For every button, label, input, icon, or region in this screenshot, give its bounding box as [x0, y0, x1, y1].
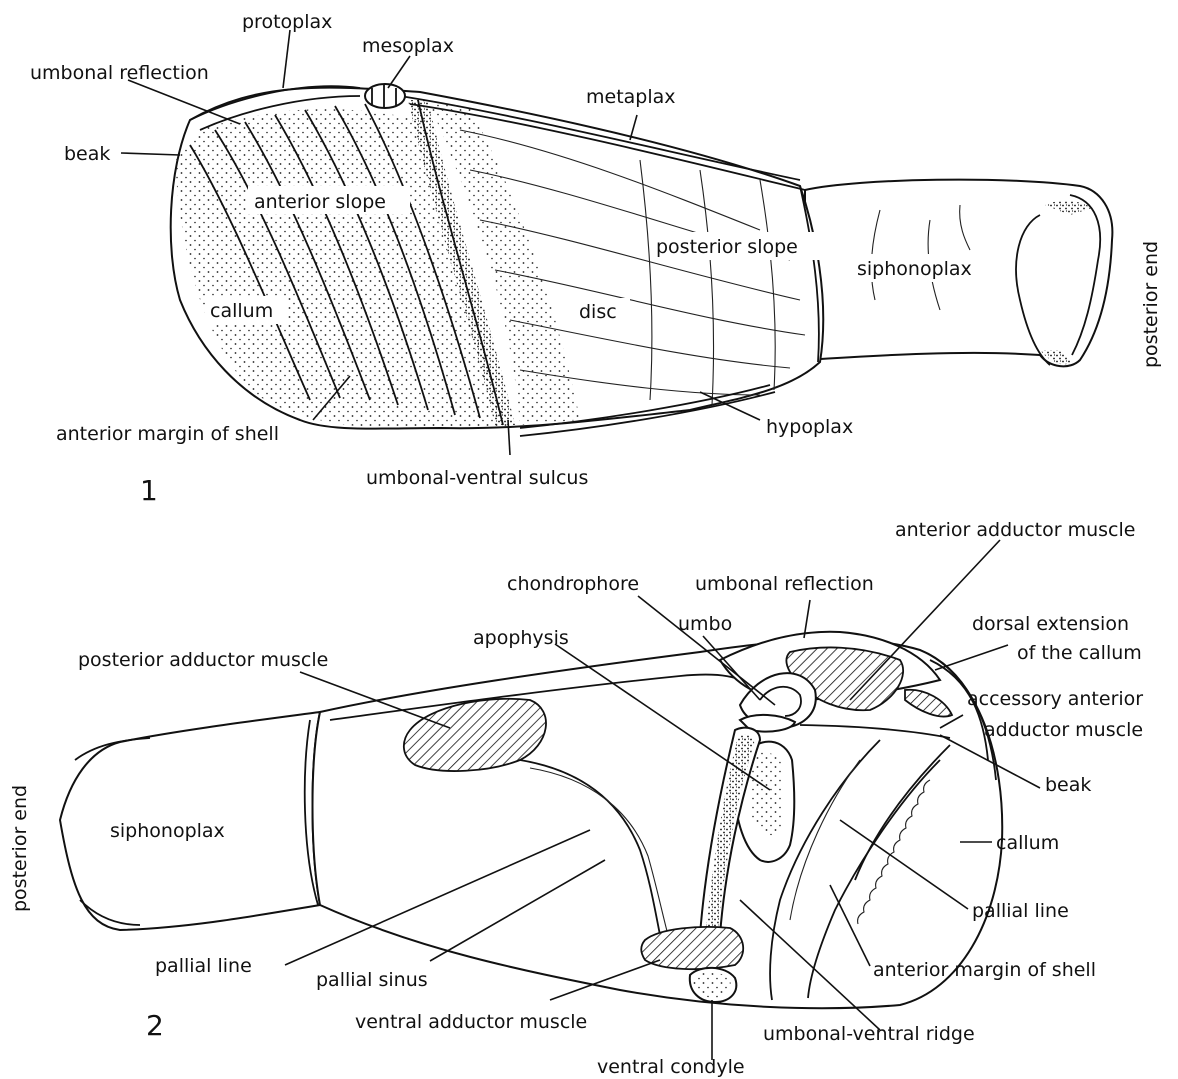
label-posterior-end-1: posterior end — [1140, 241, 1162, 368]
label-mesoplax: mesoplax — [362, 35, 454, 57]
label-protoplax: protoplax — [242, 11, 332, 33]
label-beak-1: beak — [64, 143, 110, 165]
label-umbo: umbo — [678, 613, 732, 635]
ventral-adductor-muscle-shape — [641, 927, 743, 969]
label-anterior-slope: anterior slope — [254, 191, 386, 213]
label-pallial-line-right: pallial line — [972, 900, 1069, 922]
figure-2-number: 2 — [146, 1009, 164, 1042]
label-accessory-2: adductor muscle — [984, 719, 1143, 741]
label-umbonal-reflection-1: umbonal reflection — [30, 62, 209, 84]
label-accessory-1: accessory anterior — [967, 688, 1143, 710]
label-callum-2: callum — [996, 832, 1059, 854]
figure-2: anterior adductor muscle chondrophore um… — [9, 519, 1143, 1078]
mesoplax-shape — [365, 84, 405, 108]
label-hypoplax: hypoplax — [766, 416, 853, 438]
label-disc: disc — [579, 301, 617, 323]
label-apophysis: apophysis — [473, 627, 569, 649]
label-posterior-adductor-muscle: posterior adductor muscle — [78, 649, 328, 671]
label-siphonoplax-2: siphonoplax — [110, 820, 225, 842]
figure-1-number: 1 — [140, 474, 158, 507]
label-pallial-sinus: pallial sinus — [316, 969, 428, 991]
label-umbonal-reflection-2: umbonal reflection — [695, 573, 874, 595]
label-anterior-adductor-muscle: anterior adductor muscle — [895, 519, 1135, 541]
label-dorsal-extension-2: of the callum — [1017, 642, 1142, 664]
label-posterior-end-2: posterior end — [9, 785, 31, 912]
label-beak-2: beak — [1045, 774, 1091, 796]
label-umbonal-ventral-sulcus: umbonal-ventral sulcus — [366, 467, 588, 489]
label-posterior-slope: posterior slope — [656, 236, 798, 258]
label-ventral-condyle: ventral condyle — [597, 1056, 745, 1078]
label-chondrophore: chondrophore — [507, 573, 639, 595]
label-dorsal-extension-1: dorsal extension — [972, 613, 1129, 635]
label-metaplax: metaplax — [586, 86, 676, 108]
label-callum-1: callum — [210, 300, 273, 322]
figure-1: protoplax mesoplax umbonal reflection me… — [30, 11, 1162, 507]
label-anterior-margin-2: anterior margin of shell — [873, 959, 1096, 981]
label-umbonal-ventral-ridge: umbonal-ventral ridge — [763, 1023, 975, 1045]
label-ventral-adductor-muscle: ventral adductor muscle — [355, 1011, 587, 1033]
label-siphonoplax-1: siphonoplax — [857, 258, 972, 280]
label-pallial-line-left: pallial line — [155, 955, 252, 977]
label-anterior-margin-1: anterior margin of shell — [56, 423, 279, 445]
